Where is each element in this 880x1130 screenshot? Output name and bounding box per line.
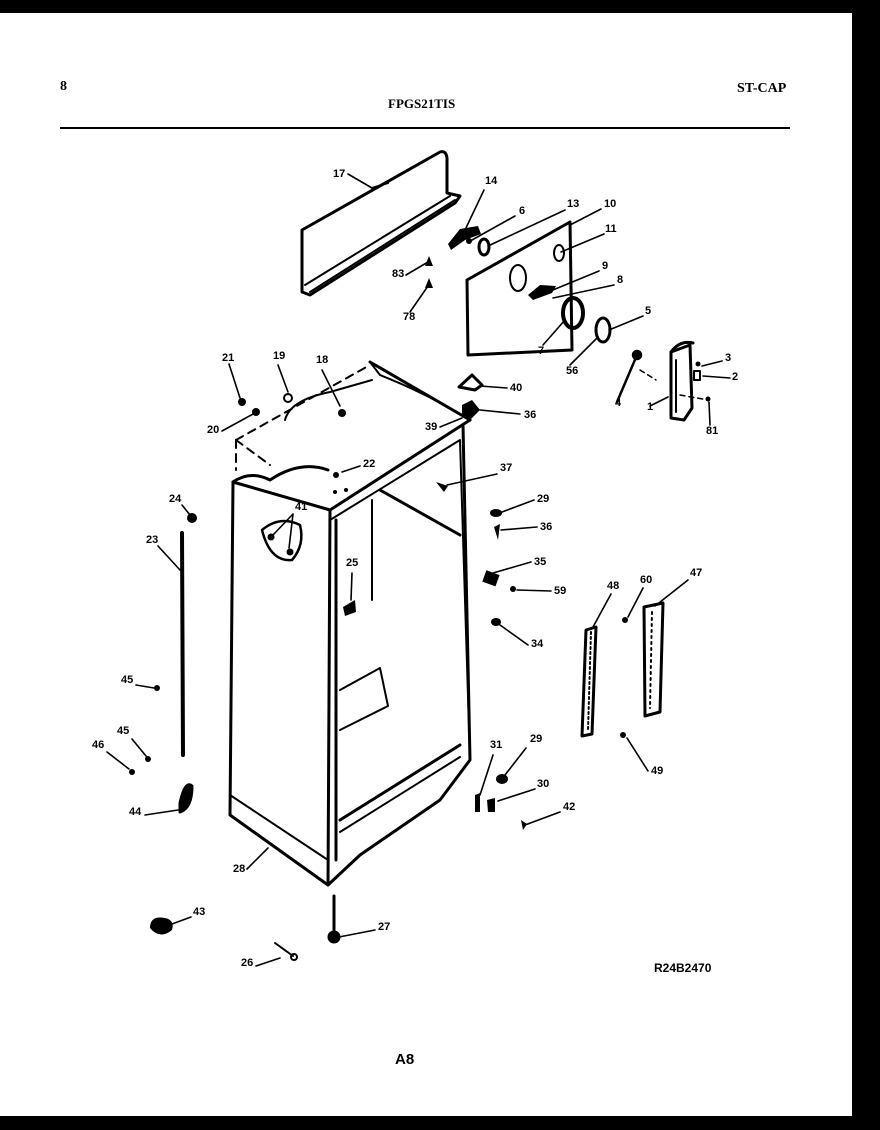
- svg-text:30: 30: [537, 778, 549, 790]
- svg-text:22: 22: [363, 458, 375, 470]
- parts-diagram-page: 8 FPGS21TIS ST-CAP: [0, 13, 852, 1116]
- part-23-rod: [180, 531, 185, 757]
- part-2-clip: [693, 370, 701, 381]
- part-43-bracket: [150, 917, 173, 935]
- svg-text:45: 45: [117, 725, 129, 737]
- svg-text:8: 8: [617, 274, 623, 286]
- exploded-diagram: 17 14 6 13 10 11 83 9 8 78 5 7 56 3 2 4 …: [92, 150, 738, 969]
- svg-text:23: 23: [146, 534, 158, 546]
- part-40-cap: [457, 373, 484, 392]
- svg-text:10: 10: [604, 198, 616, 210]
- part-4-screw: [615, 349, 643, 404]
- svg-text:21: 21: [222, 352, 234, 364]
- svg-text:36: 36: [540, 521, 552, 533]
- svg-text:60: 60: [640, 574, 652, 586]
- svg-text:3: 3: [725, 352, 731, 364]
- page-number: 8: [60, 79, 67, 94]
- svg-text:46: 46: [92, 739, 104, 751]
- model-number: FPGS21TIS: [388, 96, 456, 111]
- svg-text:5: 5: [645, 305, 651, 317]
- part-5-motor: [594, 316, 612, 344]
- svg-text:39: 39: [425, 421, 437, 433]
- part-37-screw: [436, 482, 448, 492]
- svg-text:56: 56: [566, 365, 578, 377]
- svg-text:44: 44: [129, 806, 142, 818]
- part-1-post: [639, 340, 709, 422]
- svg-text:34: 34: [531, 638, 544, 650]
- part-48-rail: [580, 625, 598, 738]
- svg-text:25: 25: [346, 557, 358, 569]
- svg-text:47: 47: [690, 567, 702, 579]
- svg-text:83: 83: [392, 268, 404, 280]
- svg-text:40: 40: [510, 382, 522, 394]
- parts-83-78-screws: [425, 256, 433, 288]
- part-44-hinge: [178, 783, 194, 814]
- part-24-bushing: [187, 513, 197, 523]
- part-3-screw: [695, 361, 711, 402]
- part-13-knob: [477, 237, 491, 257]
- svg-text:19: 19: [273, 350, 285, 362]
- svg-text:41: 41: [295, 501, 307, 513]
- svg-text:18: 18: [316, 354, 328, 366]
- svg-text:29: 29: [537, 493, 549, 505]
- svg-text:35: 35: [534, 556, 546, 568]
- svg-text:48: 48: [607, 580, 619, 592]
- section-code: ST-CAP: [737, 81, 787, 96]
- part-17-top-channel: [300, 150, 462, 297]
- svg-text:59: 59: [554, 585, 566, 597]
- right-small-parts: [475, 509, 527, 830]
- part-28-cabinet-shell: [228, 360, 472, 887]
- svg-text:6: 6: [519, 205, 525, 217]
- part-7-fan-housing: [561, 296, 585, 330]
- cabinet-screws: [238, 393, 356, 616]
- part-27-leveler: [327, 894, 341, 944]
- part-41-plate: [260, 519, 303, 562]
- svg-text:43: 43: [193, 906, 205, 918]
- svg-text:2: 2: [732, 371, 738, 383]
- svg-text:27: 27: [378, 921, 390, 933]
- diagram-code: R24B2470: [654, 961, 712, 975]
- part-10-control-panel: [465, 220, 574, 357]
- svg-text:42: 42: [563, 801, 575, 813]
- svg-text:13: 13: [567, 198, 579, 210]
- svg-text:9: 9: [602, 260, 608, 272]
- callout-leaders: [106, 173, 731, 967]
- svg-text:26: 26: [241, 957, 253, 969]
- svg-text:4: 4: [615, 397, 622, 409]
- parts-45-46-screws: [129, 685, 160, 775]
- svg-text:37: 37: [500, 462, 512, 474]
- svg-text:11: 11: [605, 223, 617, 235]
- callout-labels: 17 14 6 13 10 11 83 9 8 78 5 7 56 3 2 4 …: [92, 168, 738, 969]
- part-14-bracket: [448, 226, 481, 250]
- svg-text:36: 36: [524, 409, 536, 421]
- part-9-bracket: [528, 285, 556, 300]
- svg-text:20: 20: [207, 424, 219, 436]
- svg-text:45: 45: [121, 674, 133, 686]
- svg-text:29: 29: [530, 733, 542, 745]
- part-38-hinge: [462, 400, 480, 420]
- svg-text:17: 17: [333, 168, 345, 180]
- parts-60-49-screws: [620, 617, 628, 738]
- svg-text:81: 81: [706, 425, 718, 437]
- svg-text:24: 24: [169, 493, 182, 505]
- svg-text:78: 78: [403, 311, 415, 323]
- svg-text:49: 49: [651, 765, 663, 777]
- svg-text:14: 14: [485, 175, 498, 187]
- svg-text:31: 31: [490, 739, 502, 751]
- part-26-screw: [274, 942, 298, 961]
- svg-text:7: 7: [538, 345, 544, 357]
- page-reference: A8: [395, 1051, 415, 1068]
- svg-text:28: 28: [233, 863, 245, 875]
- part-47-rail: [642, 601, 665, 718]
- header-rule: [60, 127, 790, 129]
- svg-text:1: 1: [647, 401, 653, 413]
